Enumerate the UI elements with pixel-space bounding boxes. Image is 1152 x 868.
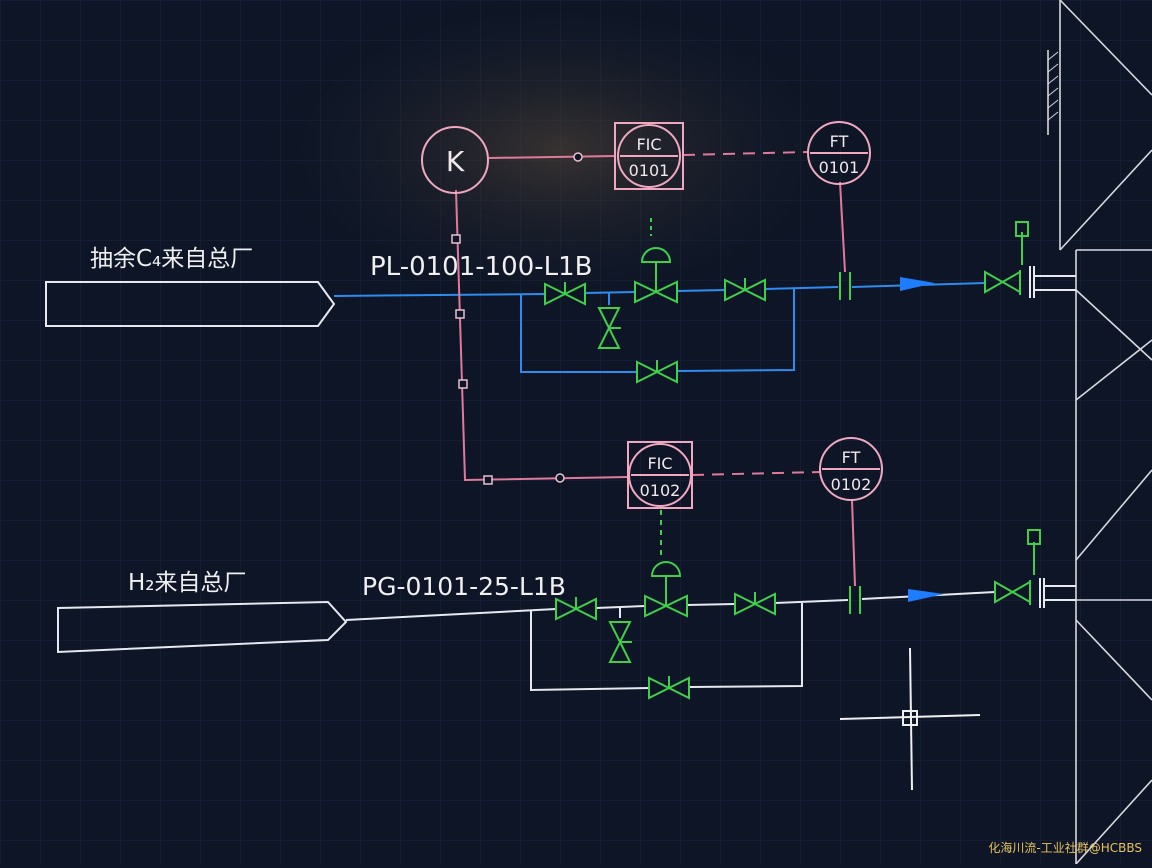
line-number-2: PG-0101-25-L1B xyxy=(362,572,566,601)
ft-0101: FT 0101 xyxy=(808,122,870,184)
ft-0102-number: 0102 xyxy=(831,475,872,494)
source-2-label: H₂来自总厂 xyxy=(128,570,247,596)
fic-0101-tag: FIC xyxy=(636,135,661,154)
ft-0101-tag: FT xyxy=(830,132,849,151)
ratio-relay-k-label: K xyxy=(446,145,465,178)
fic-0102-tag: FIC xyxy=(647,454,672,473)
line-number-1: PL-0101-100-L1B xyxy=(370,252,593,282)
ft-0101-number: 0101 xyxy=(819,158,860,177)
ft-0102-tag: FT xyxy=(842,448,861,467)
fic-0101-number: 0101 xyxy=(629,161,670,180)
source-1-label: 抽余C₄来自总厂 xyxy=(90,246,253,272)
watermark: 化海川流-工业社群@HCBBS xyxy=(988,839,1142,856)
fic-0102-number: 0102 xyxy=(640,481,681,500)
ft-0102: FT 0102 xyxy=(820,438,882,500)
